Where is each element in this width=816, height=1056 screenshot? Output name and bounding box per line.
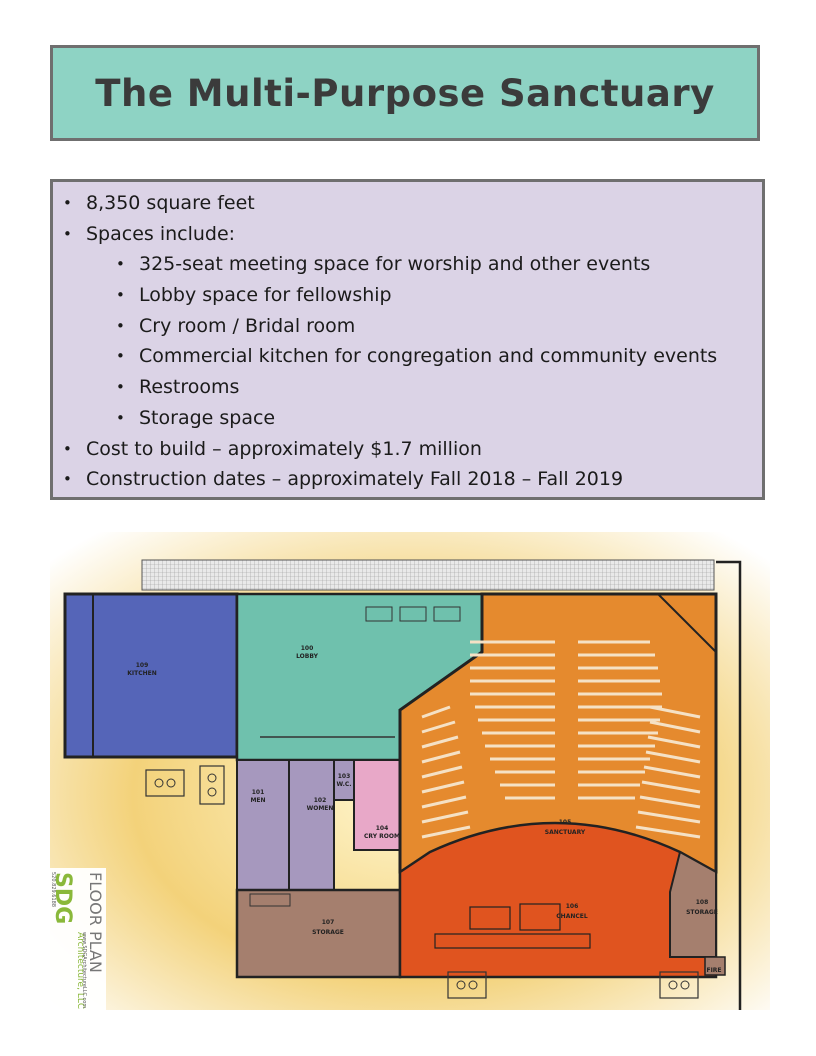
storage-108-label: STORAGE (686, 909, 718, 916)
men-number: 101 (252, 789, 265, 796)
men-label: MEN (250, 797, 265, 804)
fire-room (704, 956, 726, 976)
women-number: 102 (314, 797, 327, 804)
space-item-restrooms: Restrooms (53, 372, 762, 403)
lobby-label: LOBBY (296, 653, 319, 660)
chancel-room (398, 821, 718, 979)
brand-plan-label: FLOOR PLAN (86, 872, 105, 973)
brand-strip: FLOOR PLAN SDG Architecture, LLC 520.829… (50, 868, 106, 1010)
lobby-number: 100 (301, 645, 314, 652)
page-title: The Multi-Purpose Sanctuary (95, 71, 715, 115)
space-item-storage: Storage space (53, 403, 762, 434)
sanctuary-number: 105 (559, 819, 572, 826)
brand-website: www.SDGArchitectureLLC.com (81, 932, 87, 1008)
fire-label: FIRE (706, 967, 721, 974)
women-room (288, 759, 335, 891)
cost-item: Cost to build – approximately $1.7 milli… (53, 434, 762, 465)
space-item-worship: 325-seat meeting space for worship and o… (53, 249, 762, 280)
brand-company: Architecture, LLC (75, 932, 85, 1009)
chancel-label: CHANCEL (556, 913, 588, 920)
storage-108-room (669, 850, 717, 958)
wc-label: W.C. (336, 781, 351, 788)
details-panel: 8,350 square feet Spaces include: 325-se… (50, 179, 765, 500)
storage-107-label: STORAGE (312, 929, 344, 936)
kitchen-label: KITCHEN (127, 670, 157, 677)
spaces-heading: Spaces include: (53, 219, 762, 250)
brand-phone: 520.829.6188 (50, 872, 56, 907)
sanctuary-label: SANCTUARY (545, 829, 586, 836)
wc-number: 103 (338, 773, 351, 780)
women-label: WOMEN (307, 805, 334, 812)
storage-108-number: 108 (696, 899, 709, 906)
area-item: 8,350 square feet (53, 188, 762, 219)
cry-room-label: CRY ROOM (364, 833, 400, 840)
space-item-lobby: Lobby space for fellowship (53, 280, 762, 311)
cry-room (353, 759, 401, 851)
storage-107-number: 107 (322, 919, 335, 926)
wc-room (333, 759, 355, 801)
chancel-number: 106 (566, 903, 579, 910)
details-list: 8,350 square feet Spaces include: 325-se… (53, 188, 762, 495)
title-banner: The Multi-Purpose Sanctuary (50, 45, 760, 141)
kitchen-number: 109 (136, 662, 149, 669)
pews (421, 640, 701, 839)
dates-item: Construction dates – approximately Fall … (53, 464, 762, 495)
space-item-cry-room: Cry room / Bridal room (53, 311, 762, 342)
men-room (236, 759, 290, 891)
brand-logo-text: SDG (50, 872, 75, 924)
floor-plan: 109 KITCHEN 100 LOBBY 101 MEN 102 WOMEN … (50, 532, 770, 1010)
canopy (141, 559, 715, 591)
cry-room-number: 104 (376, 825, 389, 832)
space-item-kitchen: Commercial kitchen for congregation and … (53, 341, 762, 372)
